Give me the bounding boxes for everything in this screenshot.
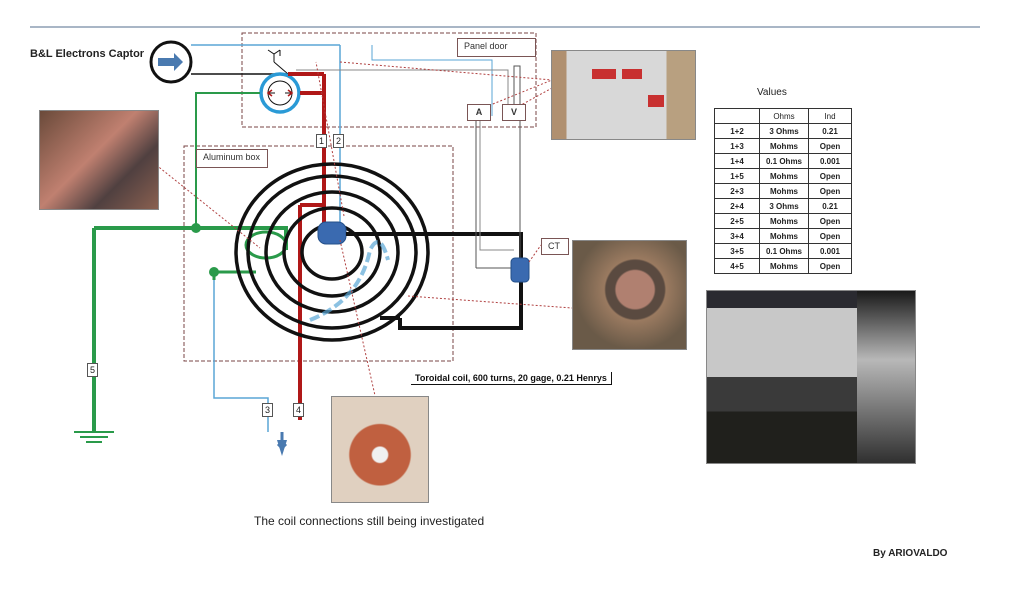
table-cell: Open: [808, 213, 852, 229]
terminal-1: 1: [316, 134, 327, 148]
values-title: Values: [757, 87, 787, 98]
caption: The coil connections still being investi…: [254, 514, 485, 528]
table-header-cell: [714, 108, 760, 124]
table-cell: 0.1 Ohms: [759, 153, 809, 169]
photo-enclosure: [706, 290, 916, 464]
top-rule: [30, 26, 980, 28]
table-cell: Mohms: [759, 138, 809, 154]
photo-coil-toroid: [331, 396, 429, 503]
table-cell: 0.21: [808, 198, 852, 214]
table-cell: 2+5: [714, 213, 760, 229]
table-cell: 4+5: [714, 258, 760, 274]
table-cell: 3 Ohms: [759, 123, 809, 139]
table-cell: 3+4: [714, 228, 760, 244]
table-cell: Open: [808, 228, 852, 244]
table-cell: 1+5: [714, 168, 760, 184]
terminal-2: 2: [333, 134, 344, 148]
input-arrow-icon: [158, 53, 183, 71]
panel-door-box: [241, 32, 537, 128]
terminal-4: 4: [293, 403, 304, 417]
author-credit: By ARIOVALDO: [873, 548, 948, 559]
table-cell: 0.001: [808, 153, 852, 169]
table-header-cell: Ind: [808, 108, 852, 124]
input-circle: [149, 40, 193, 84]
table-cell: 3 Ohms: [759, 198, 809, 214]
table-cell: 3+5: [714, 243, 760, 259]
table-cell: 0.21: [808, 123, 852, 139]
table-cell: 1+4: [714, 153, 760, 169]
table-cell: Mohms: [759, 168, 809, 184]
photo-ct: [572, 240, 687, 350]
table-cell: Mohms: [759, 228, 809, 244]
table-cell: Open: [808, 183, 852, 199]
photo-panel-door: [551, 50, 696, 140]
table-header-cell: Ohms: [759, 108, 809, 124]
table-cell: Open: [808, 138, 852, 154]
panel-door-label: Panel door: [457, 38, 536, 57]
coil-description: Toroidal coil, 600 turns, 20 gage, 0.21 …: [411, 372, 612, 385]
toroidal-coil: [234, 162, 430, 342]
table-cell: 0.001: [808, 243, 852, 259]
table-header-row: Ohms Ind: [714, 108, 852, 124]
voltmeter-label: V: [502, 104, 526, 121]
photo-coil-wires: [39, 110, 159, 210]
page-title: B&L Electrons Captor: [30, 48, 145, 60]
table-cell: 0.1 Ohms: [759, 243, 809, 259]
table-cell: Open: [808, 168, 852, 184]
table-cell: Mohms: [759, 258, 809, 274]
table-cell: 1+2: [714, 123, 760, 139]
ct-block: [510, 257, 530, 283]
ct-label: CT: [541, 238, 569, 255]
table-cell: Open: [808, 258, 852, 274]
table-cell: 1+3: [714, 138, 760, 154]
terminal-5: 5: [87, 363, 98, 377]
terminal-3: 3: [262, 403, 273, 417]
table-cell: 2+3: [714, 183, 760, 199]
table-cell: Mohms: [759, 183, 809, 199]
spark-gap-ring: [259, 72, 301, 114]
table-cell: 2+4: [714, 198, 760, 214]
aluminum-box-label: Aluminum box: [196, 149, 268, 168]
ammeter-label: A: [467, 104, 491, 121]
table-cell: Mohms: [759, 213, 809, 229]
coil-core: [317, 221, 347, 245]
